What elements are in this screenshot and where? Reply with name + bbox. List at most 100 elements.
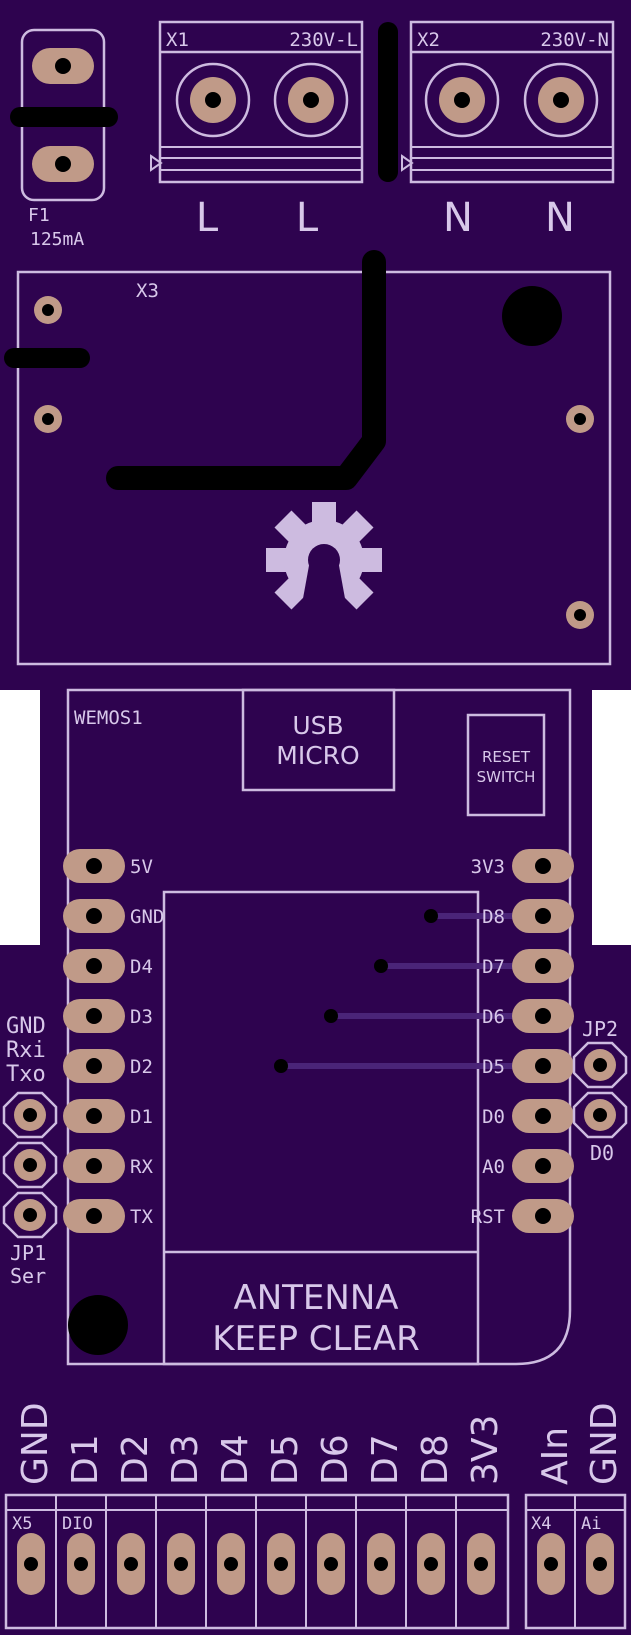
- x5-pin-7: [317, 1533, 345, 1595]
- x5-pin-5: [217, 1533, 245, 1595]
- x1-outline: [158, 20, 364, 184]
- left-pin-d4: [63, 949, 125, 983]
- right-pin-label-d6: D6: [482, 1006, 505, 1028]
- x5-pin-label-6: D5: [265, 1434, 306, 1485]
- x4-name: Ai: [581, 1514, 601, 1534]
- right-pin-label-a0: A0: [482, 1156, 505, 1178]
- jp2-pin-outline-2: [572, 1091, 628, 1139]
- x1-pin-label-1: L: [196, 195, 219, 241]
- left-pin-d2: [63, 1049, 125, 1083]
- x5-pin-2: [67, 1533, 95, 1595]
- x5-pin-label-4: D3: [165, 1434, 206, 1485]
- wemos-module: WEMOS1 USB MICRO RESET SWITCH ANTENNA KE…: [63, 688, 574, 1366]
- x4-ref: X4: [531, 1514, 551, 1534]
- x5-name: DIO: [62, 1514, 93, 1534]
- right-pin-a0: [512, 1149, 574, 1183]
- fuse-f1: F1 125mA: [20, 28, 106, 250]
- power-module-x3: X3: [16, 270, 612, 666]
- antenna-label-1: ANTENNA: [233, 1278, 398, 1318]
- x1-screw-2: [273, 62, 349, 138]
- left-pin-label-d4: D4: [130, 956, 153, 978]
- jp2-drill-1: [593, 1058, 607, 1072]
- right-pin-label-rst: RST: [471, 1206, 505, 1228]
- jp1-pin-outline-3: [2, 1191, 58, 1239]
- jp1-drill-2: [23, 1158, 37, 1172]
- jp2-pin-outline-1: [572, 1041, 628, 1089]
- via-d8: [424, 909, 438, 923]
- fuse-drill-1: [55, 58, 71, 74]
- right-pin-label-d7: D7: [482, 956, 505, 978]
- x2-pin-label-1: N: [443, 195, 473, 241]
- mounting-hole-top: [502, 286, 562, 346]
- x5-ref: X5: [12, 1514, 32, 1534]
- x1-ref: X1: [166, 29, 189, 51]
- x3-ref: X3: [136, 280, 159, 302]
- reset-label-1: RESET: [482, 748, 531, 766]
- jp1-pin-outline-2: [2, 1141, 58, 1189]
- x5-pin-label-8: D7: [365, 1434, 406, 1485]
- x5-pin-9: [417, 1533, 445, 1595]
- right-pin-label-d8: D8: [482, 906, 505, 928]
- right-pin-label-d5: D5: [482, 1056, 505, 1078]
- left-pin-d1: [63, 1099, 125, 1133]
- left-pin-d3: [63, 999, 125, 1033]
- left-pin-label-5v: 5V: [130, 856, 153, 878]
- x2-pin-label-2: N: [545, 195, 575, 241]
- x1-pin1-marker: [150, 154, 163, 172]
- reset-switch-outline: [466, 713, 546, 817]
- x5-pin-4: [167, 1533, 195, 1595]
- header-x5: X5 DIO GND D1 D2 D3 D4 D5 D6 D7 D8 3V3: [4, 1402, 510, 1630]
- x5-pin-label-10: 3V3: [465, 1415, 506, 1485]
- fuse-drill-2: [55, 156, 71, 172]
- terminal-x1: X1 230V-L L L: [150, 20, 364, 241]
- left-pin-label-d2: D2: [130, 1056, 153, 1078]
- x2-label: 230V-N: [540, 29, 609, 51]
- reset-label-2: SWITCH: [477, 768, 536, 786]
- x5-pin-label-3: D2: [115, 1434, 156, 1485]
- x3-drill-1: [42, 304, 54, 316]
- via-d6: [324, 1009, 338, 1023]
- x5-pin-label-9: D8: [415, 1434, 456, 1485]
- right-pin-3v3: [512, 849, 574, 883]
- jp1-name: Ser: [10, 1264, 46, 1288]
- left-pin-label-gnd: GND: [130, 906, 164, 928]
- x2-drill-2: [553, 92, 569, 108]
- jp1-ref: JP1: [10, 1241, 46, 1265]
- terminal-x2: X2 230V-N N N: [401, 20, 615, 241]
- jp1-drill-1: [23, 1108, 37, 1122]
- usb-label-1: USB: [292, 711, 343, 740]
- right-pin-d5: [512, 1049, 574, 1083]
- x3-drill-4: [574, 609, 586, 621]
- jp2-ref: JP2: [582, 1017, 618, 1041]
- x3-outline: [16, 270, 612, 666]
- x1-screw-1: [175, 62, 251, 138]
- x2-ref: X2: [417, 29, 440, 51]
- x4-pin-label-2: GND: [584, 1402, 625, 1485]
- right-pin-d6: [512, 999, 574, 1033]
- jp1-label-rxi: Rxi: [6, 1038, 46, 1063]
- x2-drill-1: [454, 92, 470, 108]
- via-d7: [374, 959, 388, 973]
- x5-pin-3: [117, 1533, 145, 1595]
- fuse-ref: F1: [28, 205, 50, 226]
- x2-screw-2: [523, 62, 599, 138]
- x3-drill-3: [574, 413, 586, 425]
- left-pin-label-d3: D3: [130, 1006, 153, 1028]
- x5-pin-8: [367, 1533, 395, 1595]
- jp1-label-txo: Txo: [6, 1062, 46, 1087]
- x5-pin-label-5: D4: [215, 1434, 256, 1485]
- via-d5: [274, 1059, 288, 1073]
- x1-drill-1: [205, 92, 221, 108]
- x1-drill-2: [303, 92, 319, 108]
- jp1-drill-3: [23, 1208, 37, 1222]
- x5-pin-label-1: GND: [15, 1402, 56, 1485]
- right-pin-d0: [512, 1099, 574, 1133]
- x2-outline: [409, 20, 615, 184]
- x5-pin-6: [267, 1533, 295, 1595]
- mounting-hole-bottom: [68, 1295, 128, 1355]
- jp1-label-gnd: GND: [6, 1014, 46, 1039]
- jp2-name: D0: [590, 1141, 614, 1165]
- x4-pin-2: [586, 1533, 614, 1595]
